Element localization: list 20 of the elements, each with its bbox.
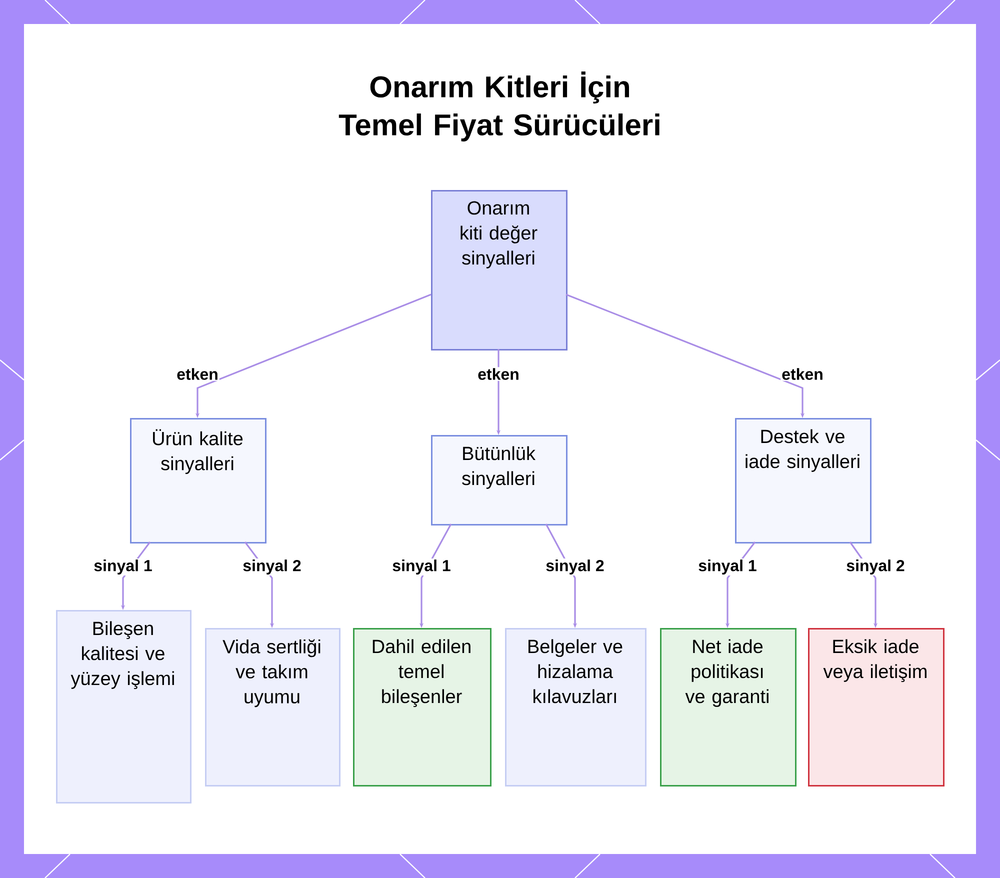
signal-box: Dahil edilen temel bileşenler	[353, 628, 492, 786]
edge-label: etken	[176, 367, 220, 381]
signal-box: Belgeler ve hizalama kılavuzları	[505, 628, 646, 786]
edge-label: sinyal 1	[697, 558, 758, 576]
edge-label: sinyal 2	[242, 558, 302, 576]
root-box: Onarım kiti değer sinyalleri	[431, 190, 568, 350]
edge-label: sinyal 2	[845, 558, 906, 576]
edge-label: sinyal 1	[391, 558, 452, 576]
edge-label: sinyal 2	[544, 558, 606, 576]
edge-label: etken	[476, 367, 520, 381]
edge-label: sinyal 1	[92, 558, 154, 576]
category-box: Bütünlük sinyalleri	[431, 435, 568, 526]
signal-box: Eksik iade veya iletişim	[808, 628, 944, 786]
category-box: Destek ve iade sinyalleri	[735, 418, 872, 544]
edge-label: etken	[780, 367, 824, 381]
signal-box: Net iade politikası ve garanti	[660, 628, 797, 786]
title: Onarım Kitleri İçin Temel Fiyat Sürücüleri	[338, 72, 660, 142]
signal-box: Bileşen kalitesi ve yüzey işlemi	[56, 610, 192, 804]
signal-box: Vida sertliği ve takım uyumu	[205, 628, 340, 786]
category-box: Ürün kalite sinyalleri	[130, 418, 266, 544]
